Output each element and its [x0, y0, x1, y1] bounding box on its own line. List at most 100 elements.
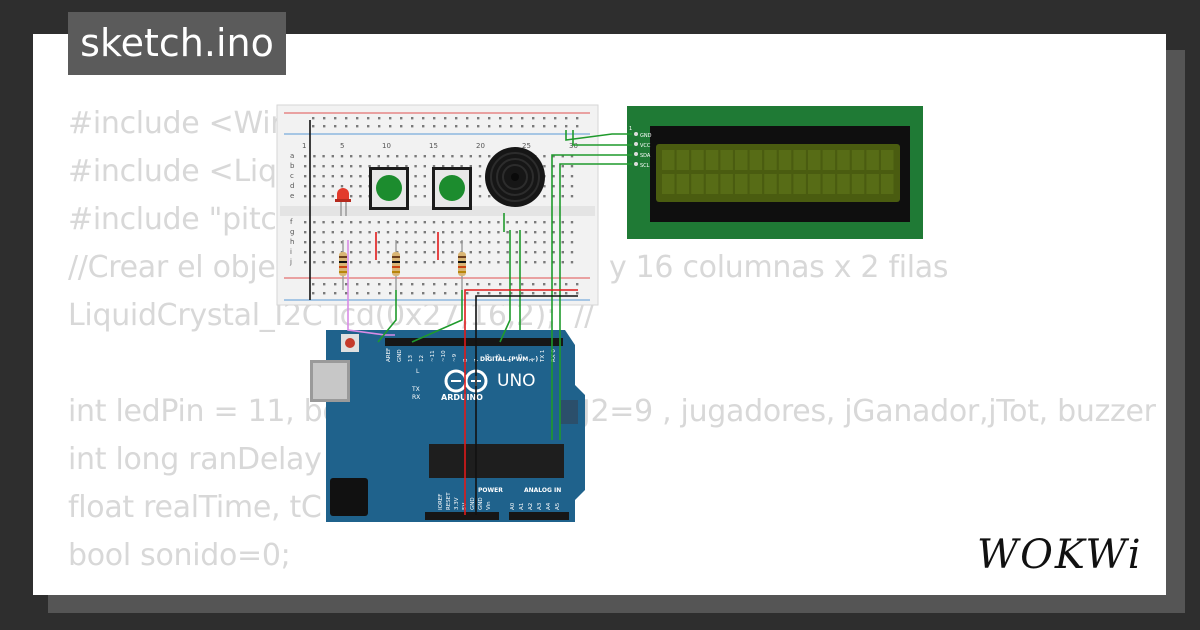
breadboard-hole: [570, 251, 574, 254]
breadboard-hole: [570, 231, 574, 234]
breadboard-hole: [552, 251, 555, 254]
breadboard-hole: [554, 292, 557, 295]
wokwi-logo: WOKWi: [977, 532, 1141, 578]
bb-row-label: h: [290, 238, 294, 246]
breadboard-hole: [377, 165, 380, 168]
lcd-character-cell: [749, 150, 763, 170]
led-red[interactable]: [335, 188, 351, 216]
wire-buzzer: [499, 230, 511, 343]
breadboard-hole: [477, 117, 480, 120]
breadboard-hole: [312, 283, 315, 286]
code-line: bool sonido=0;: [68, 538, 291, 573]
breadboard-hole: [359, 261, 362, 264]
breadboard-hole: [561, 241, 564, 244]
breadboard-hole: [455, 117, 458, 120]
power-pin-label: Vin: [486, 501, 492, 510]
breadboard-hole: [561, 221, 564, 224]
breadboard-hole: [460, 221, 463, 224]
pushbutton-1[interactable]: [369, 167, 409, 210]
arduino-uno[interactable]: UNO ARDUINO DIGITAL (PWM ~) L TX RX POWE…: [310, 330, 585, 522]
breadboard-hole: [510, 117, 513, 120]
breadboard-hole: [506, 221, 509, 224]
breadboard-hole: [313, 165, 316, 168]
pushbutton-2[interactable]: [432, 167, 472, 210]
breadboard-hole: [313, 221, 316, 224]
breadboard-hole: [497, 241, 500, 244]
breadboard-hole: [515, 241, 518, 244]
breadboard[interactable]: 1 5 10 15 20 25 30 a b c d e f g h i j: [276, 104, 599, 306]
breadboard-hole: [565, 117, 568, 120]
resistor-3[interactable]: [458, 240, 466, 290]
breadboard-hole: [340, 221, 344, 224]
breadboard-hole: [331, 155, 334, 158]
breadboard-hole: [466, 125, 469, 128]
breadboard-hole: [561, 251, 564, 254]
wire-lcd-scl: [559, 163, 632, 440]
breadboard-hole: [488, 292, 491, 295]
breadboard-hole: [422, 292, 425, 295]
breadboard-hole: [524, 251, 528, 254]
breadboard-hole: [367, 292, 370, 295]
wire-led: [347, 240, 395, 336]
bb-col-label: 15: [429, 142, 438, 150]
breadboard-hole: [368, 241, 371, 244]
breadboard-hole: [422, 125, 425, 128]
breadboard-hole: [432, 261, 436, 264]
digital-header-label: DIGITAL (PWM ~): [480, 356, 538, 363]
breadboard-hole: [543, 261, 546, 264]
breadboard-hole: [488, 251, 491, 254]
lcd-character-cell: [764, 150, 777, 170]
breadboard-hole: [350, 155, 353, 158]
breadboard-hole: [444, 292, 447, 295]
digital-pin-label: ~6: [485, 353, 491, 362]
breadboard-hole: [543, 231, 546, 234]
resistor-2[interactable]: [392, 240, 400, 290]
bb-col-label: 1: [302, 142, 306, 150]
breadboard-hole: [422, 117, 425, 120]
breadboard-hole: [432, 241, 436, 244]
resistor-1[interactable]: [339, 240, 347, 290]
breadboard-hole: [345, 283, 348, 286]
breadboard-hole: [377, 261, 380, 264]
breadboard-hole: [466, 117, 469, 120]
bb-row-label: i: [290, 248, 292, 256]
breadboard-hole: [565, 292, 568, 295]
file-tab[interactable]: sketch.ino: [68, 12, 286, 75]
lcd-1602-i2c[interactable]: 1 GND VCC SDA SCL: [627, 106, 923, 239]
breadboard-hole: [313, 241, 316, 244]
lcd-character-cell: [837, 174, 850, 194]
breadboard-hole: [322, 175, 325, 178]
breadboard-hole: [400, 283, 403, 286]
breadboard-hole: [414, 155, 417, 158]
breadboard-hole: [356, 292, 359, 295]
breadboard-hole: [368, 251, 371, 254]
breadboard-hole: [534, 231, 537, 234]
breadboard-hole: [515, 251, 518, 254]
breadboard-hole: [524, 261, 528, 264]
analog-pin-label: A4: [546, 502, 552, 510]
breadboard-hole: [552, 261, 555, 264]
breadboard-hole: [570, 241, 574, 244]
lcd-character-cell: [705, 174, 719, 194]
breadboard-hole: [386, 165, 390, 168]
lcd-character-cell: [676, 174, 690, 194]
lcd-character-cell: [662, 174, 675, 194]
buzzer[interactable]: [485, 147, 545, 207]
breadboard-hole: [499, 283, 502, 286]
digital-pin-label: 12: [419, 355, 425, 362]
breadboard-hole: [469, 261, 472, 264]
breadboard-hole: [451, 165, 454, 168]
breadboard-hole: [313, 155, 316, 158]
breadboard-hole: [340, 175, 344, 178]
breadboard-hole: [345, 125, 348, 128]
breadboard-hole: [497, 221, 500, 224]
breadboard-hole: [400, 117, 403, 120]
breadboard-hole: [400, 292, 403, 295]
breadboard-hole: [478, 185, 482, 188]
breadboard-hole: [340, 165, 344, 168]
breadboard-hole: [304, 175, 307, 178]
analog-pin-label: A0: [510, 502, 516, 510]
lcd-character-cell: [778, 150, 792, 170]
wire-gnd: [475, 295, 578, 515]
breadboard-hole: [570, 185, 574, 188]
